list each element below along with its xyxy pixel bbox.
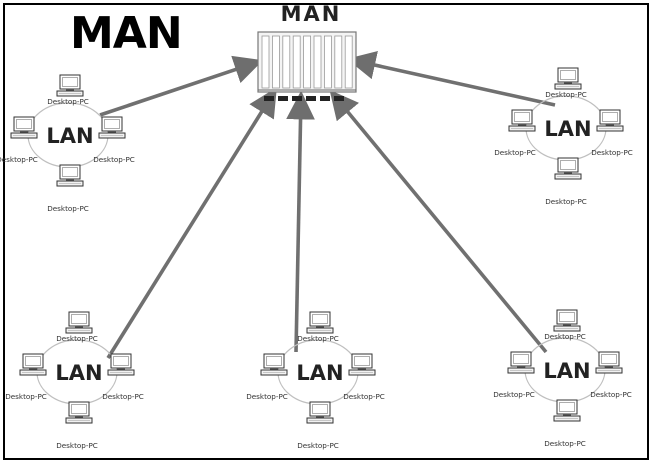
pc-label: Desktop-PC — [591, 148, 633, 157]
lan-label: LAN — [296, 361, 343, 385]
pc-label: Desktop-PC — [5, 392, 47, 401]
pc-label: Desktop-PC — [545, 90, 587, 99]
desktop-pc-icon — [306, 311, 334, 334]
desktop-pc-icon — [553, 399, 581, 422]
switch-port-icon — [320, 96, 330, 101]
desktop-pc-icon — [596, 109, 624, 132]
arrow-top-left — [99, 55, 264, 117]
pc-label: Desktop-PC — [493, 390, 535, 399]
pc-label: Desktop-PC — [0, 155, 38, 164]
desktop-pc-icon — [507, 351, 535, 374]
switch-port-icon — [264, 96, 274, 101]
arrow-bottom-center — [286, 90, 315, 353]
pc-label: Desktop-PC — [56, 334, 98, 343]
desktop-pc-icon — [10, 116, 38, 139]
lan-bottom-center: Desktop-PC Desktop-PC Desktop-PC Desktop-PC… — [246, 311, 385, 450]
pc-label: Desktop-PC — [47, 97, 89, 106]
desktop-pc-icon — [508, 109, 536, 132]
lan-label: LAN — [543, 359, 590, 383]
pc-label: Desktop-PC — [297, 334, 339, 343]
desktop-pc-icon — [348, 353, 376, 376]
lan-bottom-right: Desktop-PC Desktop-PC Desktop-PC Desktop-PC… — [493, 309, 632, 448]
desktop-pc-icon — [260, 353, 288, 376]
lan-label: LAN — [55, 361, 102, 385]
lan-bottom-left: Desktop-PC Desktop-PC Desktop-PC Desktop-PC… — [5, 311, 144, 450]
desktop-pc-icon — [65, 311, 93, 334]
pc-label: Desktop-PC — [590, 390, 632, 399]
switch-port-icon — [334, 96, 344, 101]
desktop-pc-icon — [553, 309, 581, 332]
desktop-pc-icon — [107, 353, 135, 376]
arrow-bottom-left — [106, 87, 277, 359]
pc-label: Desktop-PC — [93, 155, 135, 164]
pc-label: Desktop-PC — [545, 197, 587, 206]
man-switch-icon — [257, 31, 357, 101]
pc-label: Desktop-PC — [544, 332, 586, 341]
desktop-pc-icon — [306, 401, 334, 424]
desktop-pc-icon — [19, 353, 47, 376]
pc-label: Desktop-PC — [246, 392, 288, 401]
pc-label: Desktop-PC — [297, 441, 339, 450]
switch-port-icon — [278, 96, 288, 101]
desktop-pc-icon — [56, 74, 84, 97]
desktop-pc-icon — [98, 116, 126, 139]
lan-top-left: Desktop-PC Desktop-PC Desktop-PC Desktop-PC… — [0, 74, 135, 213]
pc-label: Desktop-PC — [56, 441, 98, 450]
switch-port-icon — [306, 96, 316, 101]
pc-label: Desktop-PC — [343, 392, 385, 401]
switch-port-icon — [292, 96, 302, 101]
arrow-top-right — [346, 51, 556, 107]
desktop-pc-icon — [554, 157, 582, 180]
arrow-bottom-right — [329, 89, 548, 354]
pc-label: Desktop-PC — [102, 392, 144, 401]
desktop-pc-icon — [554, 67, 582, 90]
lan-top-right: Desktop-PC Desktop-PC Desktop-PC Desktop-PC… — [494, 67, 633, 206]
pc-label: Desktop-PC — [47, 204, 89, 213]
pc-label: Desktop-PC — [544, 439, 586, 448]
desktop-pc-icon — [595, 351, 623, 374]
desktop-pc-icon — [56, 164, 84, 187]
pc-label: Desktop-PC — [494, 148, 536, 157]
lan-label: LAN — [46, 124, 93, 148]
desktop-pc-icon — [65, 401, 93, 424]
lan-label: LAN — [544, 117, 591, 141]
